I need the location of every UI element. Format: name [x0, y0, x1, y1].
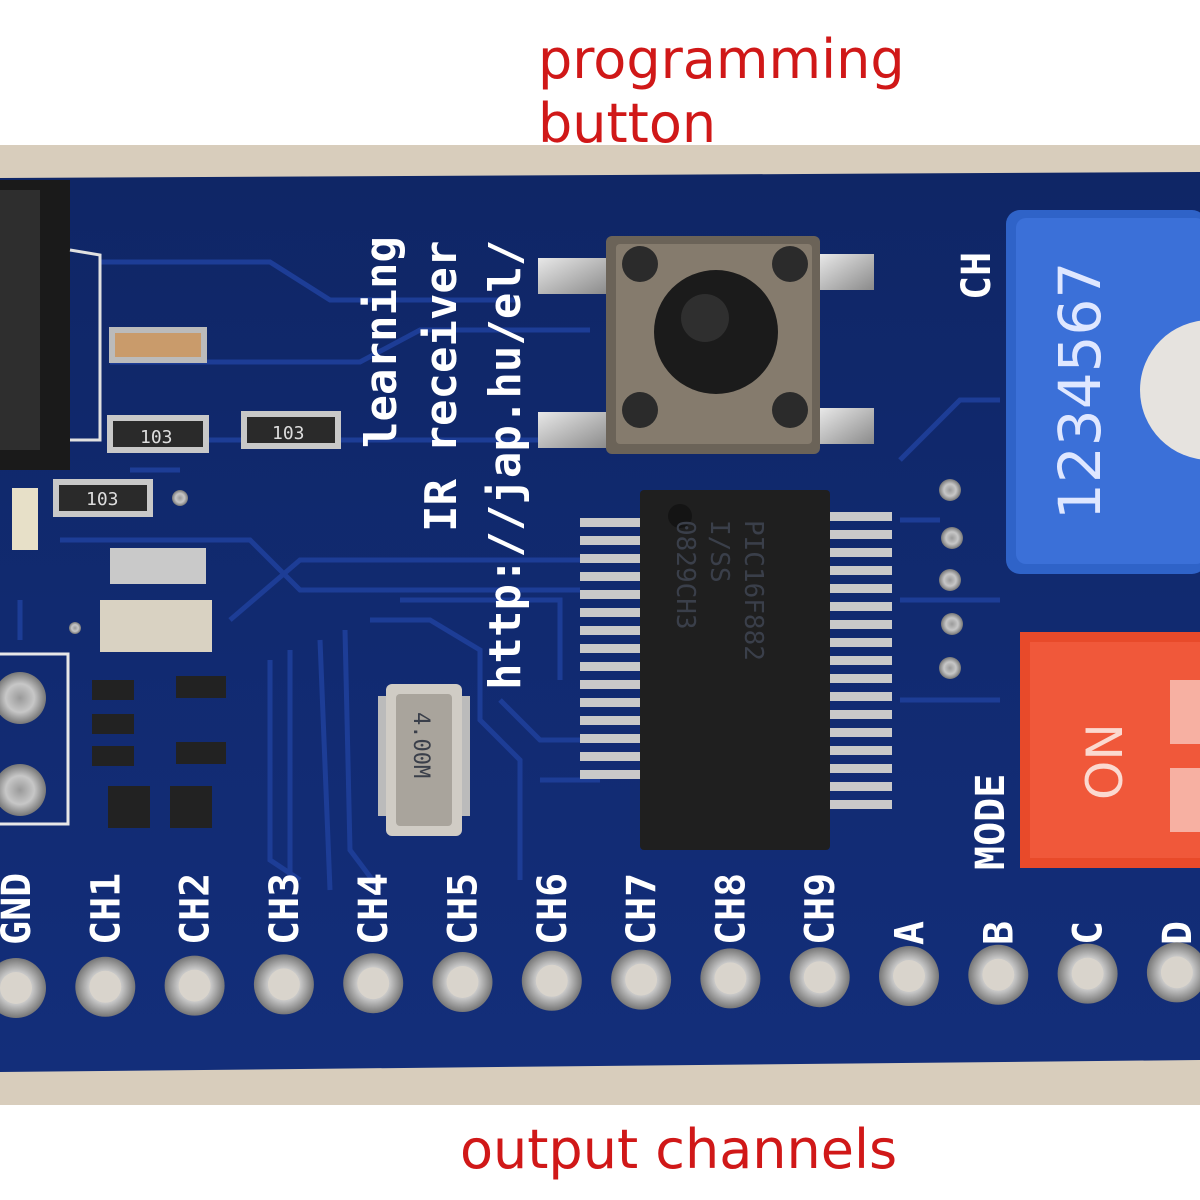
pin-label-c: C — [1066, 921, 1112, 945]
pin-label-ch4: CH4 — [351, 873, 397, 945]
pin-label-ch9: CH9 — [798, 873, 844, 945]
pin-label-ch7: CH7 — [619, 873, 665, 945]
pin-label-b: B — [976, 921, 1022, 945]
pin-label-ch6: CH6 — [530, 873, 576, 945]
pcb-traces — [17, 259, 1000, 892]
pin-hole-center — [1071, 957, 1104, 990]
dial-digits: 1234567 — [1046, 262, 1114, 520]
pin-label-ch5: CH5 — [441, 873, 487, 945]
silk-mode-label: MODE — [968, 774, 1014, 870]
resistor-c-marking: 103 — [86, 489, 119, 510]
silk-ch-dial-label: CH — [954, 252, 1000, 300]
pcb-board — [0, 172, 1200, 1072]
pin-hole-center — [89, 970, 122, 1003]
dip-on-label: ON — [1076, 723, 1134, 800]
pin-hole-center — [267, 968, 300, 1001]
smd-parts — [12, 327, 341, 828]
pin-label-ch8: CH8 — [708, 873, 754, 945]
silk-url: http://jap.hu/el/ — [480, 240, 531, 690]
pin-hole-center — [714, 962, 747, 995]
pin-hole-center — [1160, 956, 1193, 989]
pin-hole-center — [803, 961, 836, 994]
annotation-output-channels: output channels — [460, 1118, 898, 1181]
pin-label-ch2: CH2 — [173, 873, 219, 945]
pin-hole-center — [357, 967, 390, 1000]
crystal-marking: 4.00M — [408, 712, 433, 778]
annotation-programming: programming — [538, 28, 905, 91]
pin-label-ch1: CH1 — [83, 873, 129, 945]
pin-label-ch3: CH3 — [262, 873, 308, 945]
pin-hole-center — [178, 969, 211, 1002]
microcontroller-chip: PIC16F882 I/SS 0829CH3 — [580, 490, 892, 850]
mcu-marking-lot: 0829CH3 — [670, 520, 700, 630]
pin-holes — [0, 942, 1200, 1018]
silk-ir-receiver: IR receiver — [416, 241, 467, 532]
mode-dip-switch: ON — [1020, 632, 1200, 868]
programming-pushbutton — [538, 236, 874, 454]
crystal-oscillator: 4.00M — [378, 684, 470, 836]
pin-label-a: A — [887, 921, 933, 945]
pin-label-d: D — [1155, 921, 1200, 945]
mcu-marking-grade: I/SS — [704, 520, 734, 583]
channel-rotary-dial: 1234567 — [1006, 210, 1200, 574]
pin-label-gnd: GND — [0, 873, 40, 945]
pin-hole-center — [982, 958, 1015, 991]
pin-hole-center — [893, 960, 925, 992]
pin-hole-center — [0, 972, 32, 1004]
pin-hole-center — [625, 963, 658, 996]
mcu-marking-part: PIC16F882 — [738, 520, 768, 661]
annotation-button: button — [538, 92, 717, 155]
resistor-b-marking: 103 — [272, 423, 305, 444]
silk-learning: learning — [356, 236, 407, 448]
pin-hole-center — [446, 966, 479, 998]
pin-hole-center — [535, 964, 568, 997]
resistor-a-marking: 103 — [140, 427, 173, 448]
